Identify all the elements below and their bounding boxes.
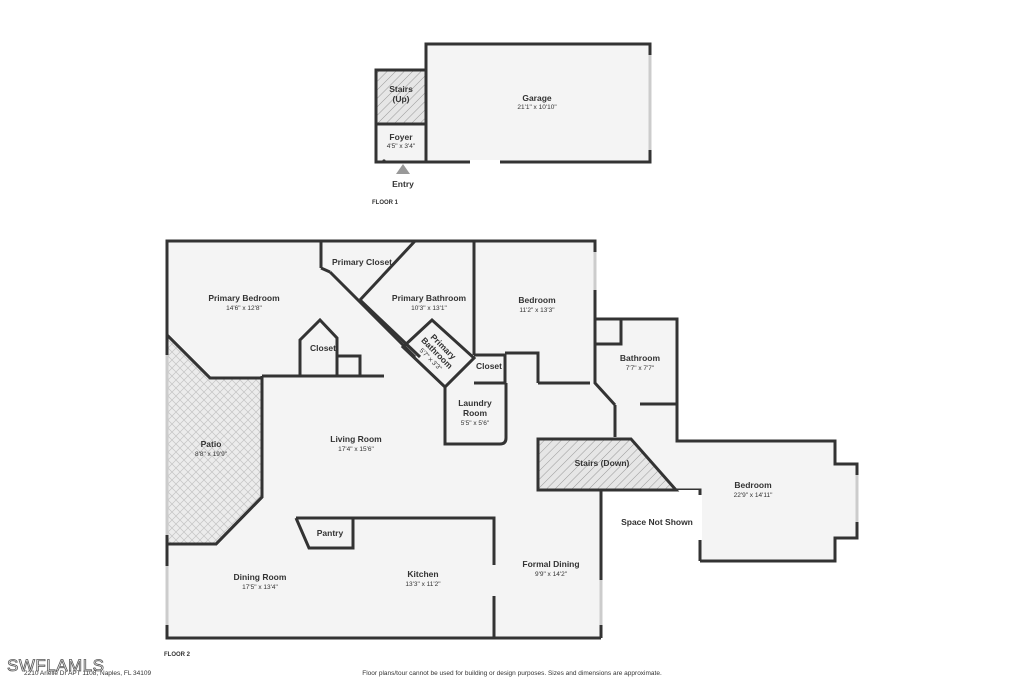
- living-room-dims: 17'4" x 15'6": [338, 446, 374, 453]
- garage-dims: 21'1" x 10'10": [517, 104, 557, 111]
- formal-dining-label: Formal Dining: [522, 559, 579, 569]
- patio-label: Patio: [201, 439, 222, 449]
- primary-bathroom-dims: 10'3" x 13'1": [411, 305, 447, 312]
- garage-label: Garage: [522, 93, 552, 103]
- stairs-down-room: [536, 437, 680, 492]
- stairs-up-label: Stairs: [389, 84, 413, 94]
- address-text: 2210 Arielle Dr APT 1108, Naples, FL 341…: [24, 670, 151, 677]
- laundry-dims: 5'5" x 5'6": [461, 420, 490, 427]
- bedroom-top-label: Bedroom: [518, 295, 556, 305]
- floor-2: [165, 239, 859, 640]
- floor-2-label: FLOOR 2: [164, 652, 191, 658]
- stairs-up-label-2: (Up): [393, 94, 410, 104]
- primary-bathroom-label: Primary Bathroom: [392, 293, 467, 303]
- disclaimer-text: Floor plans/tour cannot be used for buil…: [362, 670, 662, 677]
- space-not-shown-label: Space Not Shown: [621, 517, 693, 527]
- dining-room-label: Dining Room: [234, 572, 287, 582]
- foyer-dims: 4'5" x 3'4": [387, 143, 416, 150]
- patio-dims: 8'8" x 19'9": [195, 451, 228, 458]
- foyer-room: [374, 122, 428, 164]
- floor-1-label: FLOOR 1: [372, 200, 399, 206]
- foyer-label: Foyer: [389, 132, 413, 142]
- primary-bedroom-label: Primary Bedroom: [208, 293, 280, 303]
- closet-left-label: Closet: [310, 343, 336, 353]
- dining-room-dims: 17'5" x 13'4": [242, 584, 278, 591]
- closet-mid-label: Closet: [476, 361, 502, 371]
- bedroom-right-label: Bedroom: [734, 480, 772, 490]
- floor-1: [374, 42, 652, 174]
- pantry-label: Pantry: [317, 528, 344, 538]
- primary-closet-label: Primary Closet: [332, 257, 392, 267]
- primary-bedroom-dims: 14'6" x 12'8": [226, 305, 262, 312]
- laundry-label-2: Room: [463, 408, 488, 418]
- entry-arrow-icon: [396, 164, 410, 174]
- laundry-label: Laundry: [458, 398, 492, 408]
- bathroom-dims: 7'7" x 7'7": [626, 365, 655, 372]
- bathroom-label: Bathroom: [620, 353, 661, 363]
- watermark-logo: SWFLAMLS: [7, 656, 105, 675]
- door-knob-icon: [382, 159, 386, 163]
- space-not-shown-area: [601, 490, 700, 640]
- patio-room: [165, 331, 264, 546]
- kitchen-dims: 13'3" x 11'2": [405, 581, 441, 588]
- garage-room: [424, 42, 652, 164]
- kitchen-label: Kitchen: [407, 569, 438, 579]
- stairs-down-label: Stairs (Down): [575, 458, 630, 468]
- living-room-label: Living Room: [330, 434, 382, 444]
- bedroom-right-dims: 22'9" x 14'11": [734, 492, 773, 499]
- entry-label: Entry: [392, 179, 414, 189]
- bedroom-top-dims: 11'2" x 13'3": [519, 307, 555, 314]
- formal-dining-dims: 9'9" x 14'2": [535, 571, 568, 578]
